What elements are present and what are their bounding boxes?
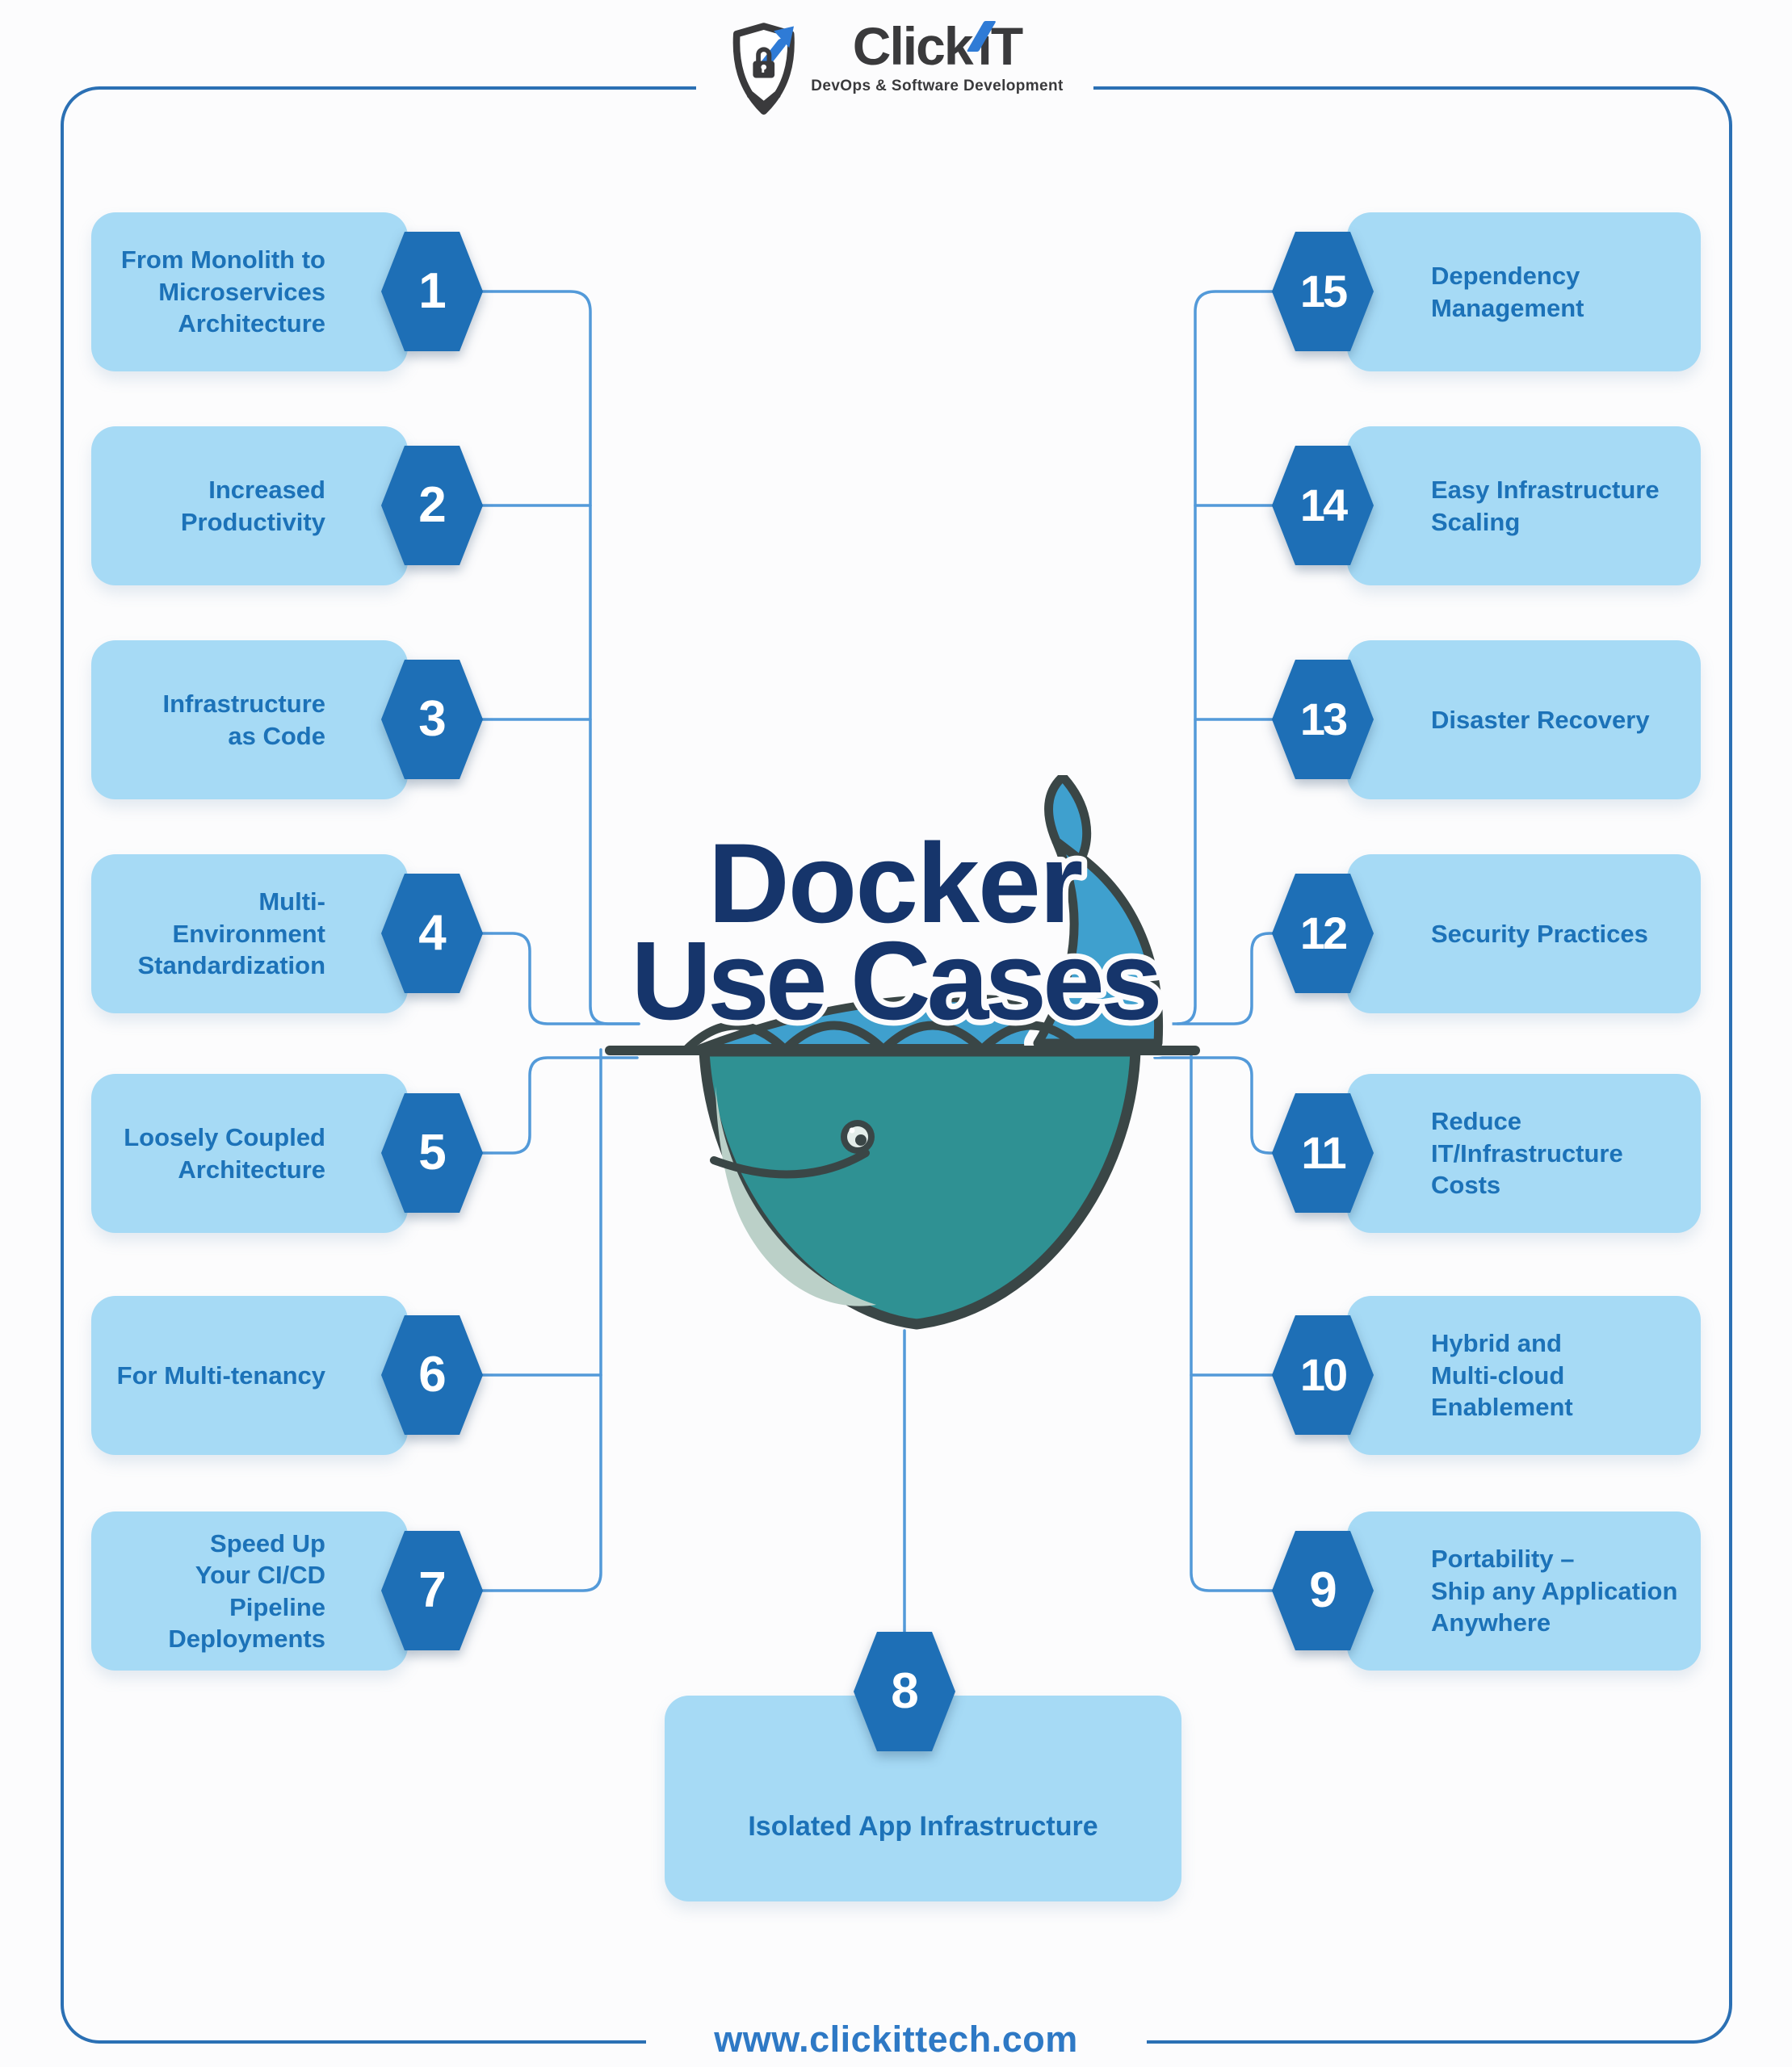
use-case-label-13: Disaster Recovery bbox=[1431, 705, 1650, 734]
use-case-label-8: Isolated App Infrastructure bbox=[748, 1810, 1098, 1842]
title-line1: Docker bbox=[708, 820, 1082, 946]
frame-gap-top bbox=[696, 80, 1093, 93]
use-case-card-1: From Monolith to Microservices Architect… bbox=[91, 212, 408, 371]
use-case-label-14: Easy Infrastructure Scaling bbox=[1431, 476, 1660, 536]
frame-gap-bottom bbox=[646, 2037, 1147, 2050]
logo-text-click: Click bbox=[852, 16, 974, 76]
use-case-label-4: Multi-Environment Standardization bbox=[137, 887, 325, 980]
badge-number-14: 14 bbox=[1299, 479, 1348, 530]
badge-number-13: 13 bbox=[1299, 693, 1348, 744]
use-case-label-3: Infrastructure as Code bbox=[162, 690, 325, 750]
use-case-label-1: From Monolith to Microservices Architect… bbox=[120, 245, 325, 338]
docker-whale-icon: Docker Use Cases bbox=[605, 775, 1200, 1330]
use-case-card-5: Loosely Coupled Architecture bbox=[91, 1074, 408, 1233]
use-case-badge-7: 7 bbox=[381, 1531, 483, 1650]
use-case-label-9: Portability – Ship any Application Anywh… bbox=[1431, 1545, 1678, 1637]
use-case-label-10: Hybrid and Multi-cloud Enablement bbox=[1431, 1329, 1573, 1422]
badge-number-3: 3 bbox=[418, 690, 446, 747]
use-case-card-6: For Multi-tenancy bbox=[91, 1296, 408, 1455]
badge-number-4: 4 bbox=[418, 904, 446, 961]
use-case-badge-10: 10 bbox=[1272, 1315, 1374, 1435]
badge-number-11: 11 bbox=[1301, 1126, 1346, 1178]
shield-lock-icon bbox=[732, 23, 795, 115]
badge-number-12: 12 bbox=[1299, 907, 1348, 958]
use-case-card-9: Portability – Ship any Application Anywh… bbox=[1347, 1511, 1701, 1671]
use-case-badge-1: 1 bbox=[381, 232, 483, 351]
use-case-card-3: Infrastructure as Code bbox=[91, 640, 408, 799]
use-case-badge-11: 11 bbox=[1272, 1093, 1374, 1213]
use-case-badge-13: 13 bbox=[1272, 660, 1374, 779]
badge-number-5: 5 bbox=[418, 1124, 446, 1180]
use-case-label-2: Increased Productivity bbox=[180, 476, 325, 536]
use-case-card-14: Easy Infrastructure Scaling bbox=[1347, 426, 1701, 585]
badge-number-9: 9 bbox=[1309, 1562, 1337, 1618]
use-case-label-6: For Multi-tenancy bbox=[116, 1361, 325, 1390]
use-case-card-2: Increased Productivity bbox=[91, 426, 408, 585]
use-case-label-5: Loosely Coupled Architecture bbox=[124, 1123, 325, 1184]
use-case-label-7: Speed Up Your CI/CD Pipeline Deployments bbox=[168, 1528, 325, 1653]
use-case-badge-3: 3 bbox=[381, 660, 483, 779]
badge-number-7: 7 bbox=[418, 1562, 446, 1618]
use-case-card-7: Speed Up Your CI/CD Pipeline Deployments bbox=[91, 1511, 408, 1671]
badge-number-2: 2 bbox=[418, 476, 446, 533]
use-case-card-15: Dependency Management bbox=[1347, 212, 1701, 371]
use-case-badge-6: 6 bbox=[381, 1315, 483, 1435]
use-case-label-11: Reduce IT/Infrastructure Costs bbox=[1431, 1107, 1623, 1200]
footer-url[interactable]: www.clickittech.com bbox=[714, 2019, 1078, 2060]
use-case-card-11: Reduce IT/Infrastructure Costs bbox=[1347, 1074, 1701, 1233]
use-case-badge-5: 5 bbox=[381, 1093, 483, 1213]
use-case-card-4: Multi-Environment Standardization bbox=[91, 854, 408, 1013]
badge-number-1: 1 bbox=[418, 262, 446, 319]
use-case-card-10: Hybrid and Multi-cloud Enablement bbox=[1347, 1296, 1701, 1455]
use-case-label-12: Security Practices bbox=[1431, 919, 1648, 948]
use-case-badge-12: 12 bbox=[1272, 874, 1374, 993]
badge-number-6: 6 bbox=[418, 1346, 446, 1402]
use-case-badge-14: 14 bbox=[1272, 446, 1374, 565]
use-case-badge-8: 8 bbox=[854, 1632, 955, 1751]
use-case-card-13: Disaster Recovery bbox=[1347, 640, 1701, 799]
badge-number-10: 10 bbox=[1299, 1348, 1348, 1400]
title-line2: Use Cases bbox=[631, 919, 1158, 1043]
use-case-label-15: Dependency Management bbox=[1431, 262, 1584, 322]
use-case-badge-2: 2 bbox=[381, 446, 483, 565]
use-case-card-12: Security Practices bbox=[1347, 854, 1701, 1013]
use-case-badge-4: 4 bbox=[381, 874, 483, 993]
badge-number-15: 15 bbox=[1299, 265, 1348, 317]
use-case-badge-15: 15 bbox=[1272, 232, 1374, 351]
use-case-badge-9: 9 bbox=[1272, 1531, 1374, 1650]
logo-tagline: DevOps & Software Development bbox=[811, 78, 1064, 94]
badge-number-8: 8 bbox=[891, 1662, 918, 1719]
